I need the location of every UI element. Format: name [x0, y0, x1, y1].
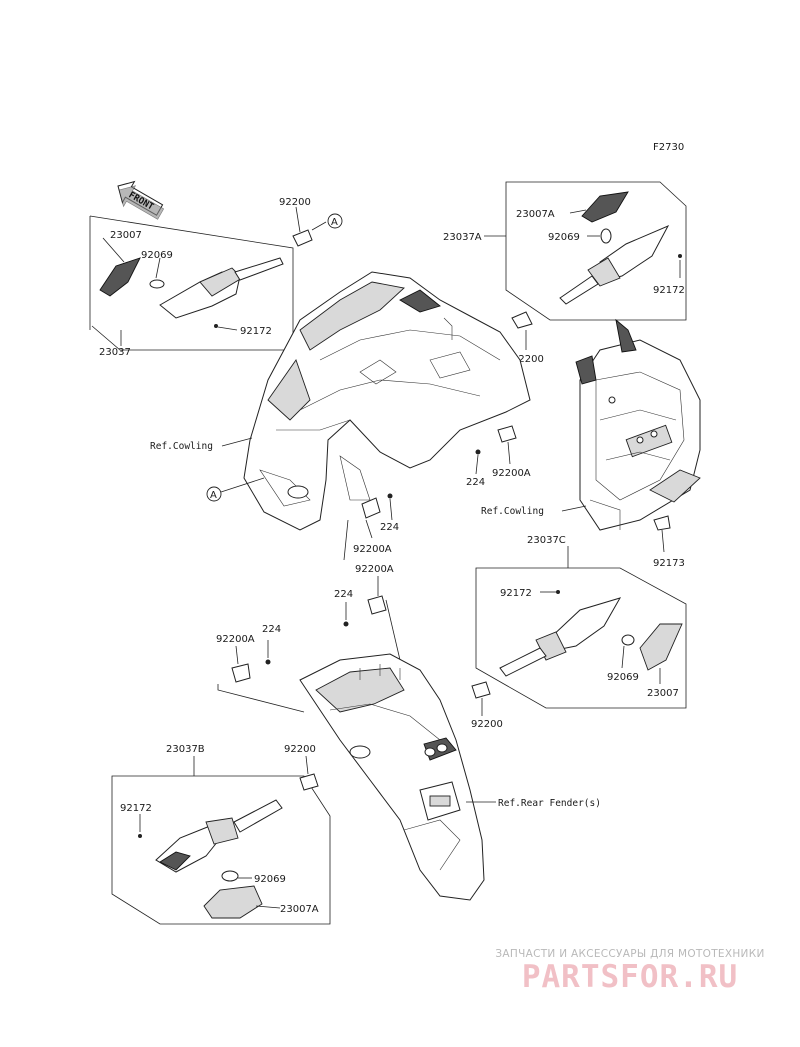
bracket-92200-left	[299, 773, 319, 791]
lens-23007a-top	[581, 191, 629, 223]
label-92069-bottom: 92069	[254, 874, 286, 885]
label-23037c: 23037C	[527, 535, 566, 546]
label-23007-right: 23007	[647, 688, 679, 699]
watermark: ЗАПЧАСТИ И АКСЕССУАРЫ ДЛЯ МОТОТЕХНИКИ PA…	[480, 948, 780, 994]
label-92069-top-left: 92069	[141, 250, 173, 261]
circle-ref-a-bottom: A	[206, 477, 265, 502]
label-92200-left: 92200	[284, 744, 316, 755]
label-23037: 23037	[99, 347, 131, 358]
watermark-logo: PARTSFOR.RU	[521, 959, 739, 995]
label-23007a-top: 23007A	[516, 209, 555, 220]
bracket-92200-top	[292, 229, 313, 247]
cowling-assembly	[243, 271, 531, 531]
turn-signal-rear-right-group	[475, 546, 687, 709]
rear-fender-assembly	[299, 653, 485, 901]
turn-signal-front-right-group	[484, 181, 687, 350]
label-224-mid: 224	[466, 477, 485, 488]
label-224-low: 224	[334, 589, 353, 600]
ref-cowling-right: Ref.Cowling	[481, 506, 544, 517]
lens-23007a-bottom	[203, 885, 263, 919]
label-23007-top: 23007	[110, 230, 142, 241]
label-92172-bottom: 92172	[120, 803, 152, 814]
label-23007a-bottom: 23007A	[280, 904, 319, 915]
ref-cowling-left: Ref.Cowling	[150, 441, 213, 452]
bracket-92200a-center	[361, 497, 381, 519]
svg-text:A: A	[331, 217, 338, 228]
ref-rear-fender: Ref.Rear Fender(s)	[498, 798, 601, 809]
front-arrow-icon: FRONT	[117, 180, 165, 220]
label-92200a-left: 92200A	[216, 634, 255, 645]
bracket-92200a-low	[367, 595, 387, 615]
bulb-92069-bottom	[221, 870, 239, 882]
lens-23007-left	[99, 257, 141, 297]
label-23037b: 23037B	[166, 744, 205, 755]
label-92200-top: 92200	[279, 197, 311, 208]
bracket-92200-right	[471, 681, 491, 699]
bracket-92200-mid	[511, 311, 533, 329]
label-92172-top-left: 92172	[240, 326, 272, 337]
label-92069-top-right: 92069	[548, 232, 580, 243]
lens-23007-right	[639, 623, 683, 671]
label-92200a-mid: 92200A	[492, 468, 531, 479]
label-92200-mid: 92200	[512, 354, 544, 365]
bolt-92173	[653, 515, 671, 531]
figure-code: F2730	[653, 142, 684, 153]
turn-signal-front-left-group	[89, 206, 327, 351]
label-92069-right: 92069	[607, 672, 639, 683]
subframe-assembly	[575, 318, 701, 531]
bulb-92069-left	[149, 279, 165, 289]
label-224-center: 224	[380, 522, 399, 533]
bracket-92200a-mid	[497, 425, 517, 443]
circle-ref-a-top: A	[327, 213, 343, 229]
label-92173: 92173	[653, 558, 685, 569]
svg-text:A: A	[210, 490, 217, 501]
label-92172-right: 92172	[500, 588, 532, 599]
watermark-caption: ЗАПЧАСТИ И АКСЕССУАРЫ ДЛЯ МОТОТЕХНИКИ	[495, 948, 765, 960]
label-224-left: 224	[262, 624, 281, 635]
label-92200a-low: 92200A	[355, 564, 394, 575]
turn-signal-rear-left-group	[111, 755, 331, 925]
bulb-92069-right	[621, 634, 635, 646]
bracket-92200a-left	[231, 663, 251, 683]
label-92200a-center: 92200A	[353, 544, 392, 555]
bulb-92069-top-right	[600, 228, 612, 244]
label-23037a: 23037A	[443, 232, 482, 243]
label-92200-right: 92200	[471, 719, 503, 730]
label-92172-top-right: 92172	[653, 285, 685, 296]
